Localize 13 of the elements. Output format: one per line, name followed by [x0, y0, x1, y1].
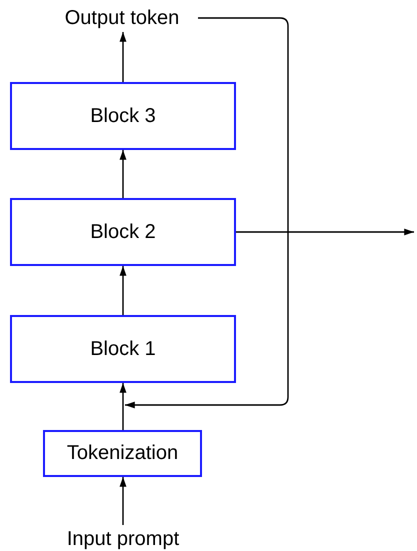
process-box: Block 1	[10, 315, 236, 383]
arrow	[120, 266, 126, 315]
input-label: Input prompt	[66, 528, 180, 550]
process-box: Block 2	[10, 198, 236, 266]
arrow	[236, 228, 414, 236]
arrow	[120, 150, 126, 198]
arrow	[125, 17, 289, 408]
process-box: Tokenization	[43, 430, 202, 477]
arrow	[120, 32, 126, 82]
output-label: Output token	[64, 6, 180, 30]
arrow	[120, 477, 126, 525]
process-box: Block 3	[10, 82, 236, 150]
arrow	[120, 383, 126, 430]
